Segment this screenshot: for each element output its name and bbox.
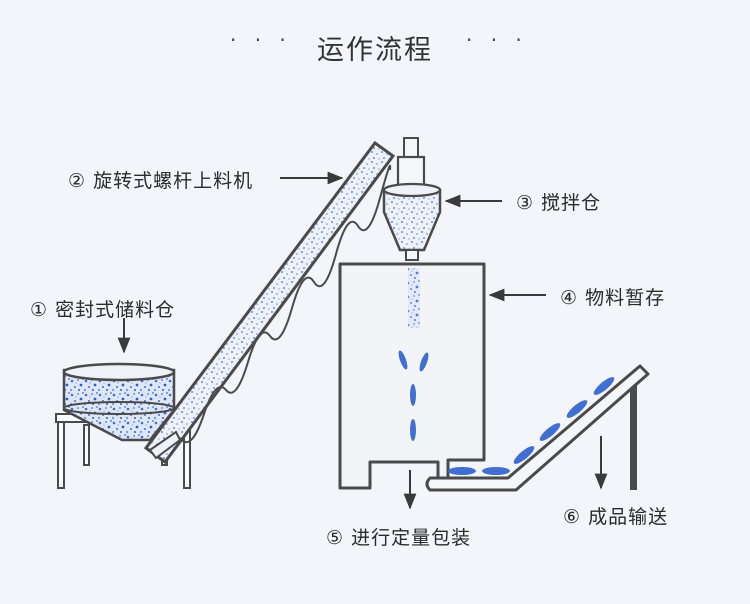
mixing-bin-lid [382,182,442,198]
title-dots-right: · · · [466,28,528,52]
output-conveyor [425,364,650,492]
storage-bin-rim [63,401,175,415]
motor-body [396,155,426,187]
title-dots-left: · · · [230,28,292,52]
conveyor-screw-thread [159,164,392,451]
step-3-label: ③ 搅拌仓 [516,192,602,214]
falling-material [408,268,420,328]
product-bags [448,377,615,475]
packing-cabinet [338,262,486,490]
mixing-bin-body [382,188,442,252]
label-arrows [117,171,608,510]
screw-conveyor [143,140,396,465]
step-5-label: ⑤ 进行定量包装 [326,527,472,549]
conveyor-tube [143,140,396,465]
motor-cap [403,137,419,159]
storage-bin-lid [62,362,176,382]
step-2-label: ② 旋转式螺杆上料机 [68,170,254,192]
step-6-label: ⑥ 成品输送 [563,506,669,528]
storage-bin [55,362,193,489]
mixing-bin [382,137,442,261]
conveyor-inlet [148,430,182,460]
page-title: 运作流程 [317,35,433,66]
conveyor-belt [425,364,650,492]
mixing-bin-outlet [405,249,419,261]
falling-drops [398,350,429,441]
step-4-label: ④ 物料暂存 [560,287,666,309]
step-1-label: ① 密封式储料仓 [30,299,176,321]
conveyor-leg [630,380,637,490]
